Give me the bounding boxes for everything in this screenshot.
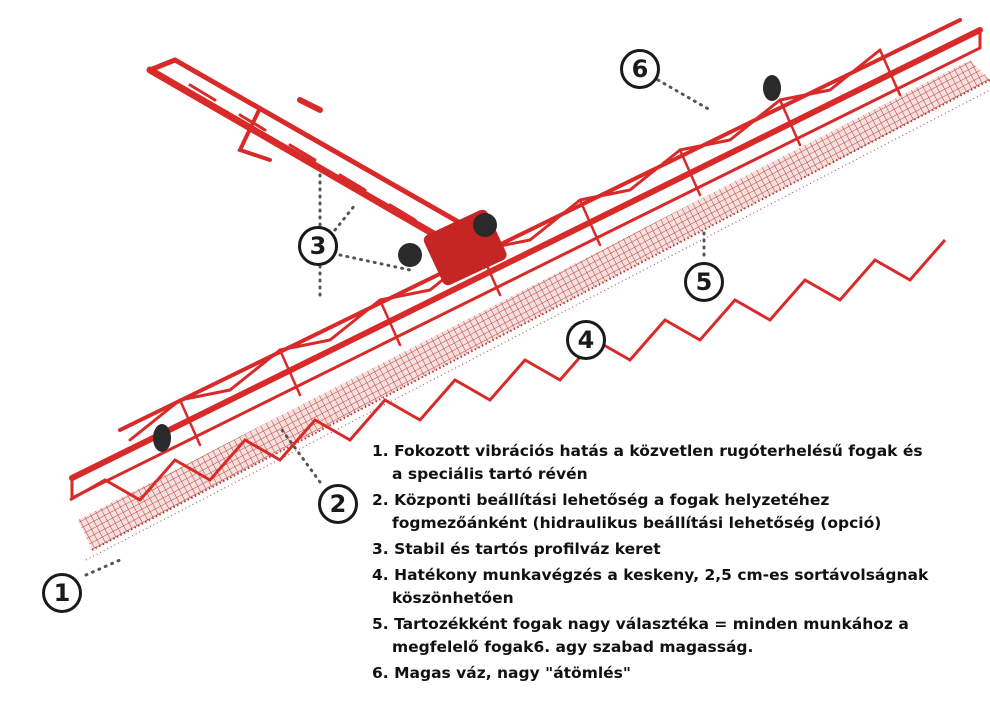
callout-6: 6 — [620, 49, 660, 89]
legend-number: 1. — [372, 442, 389, 460]
legend-text: Tartozékként fogak nagy választéka = min… — [394, 615, 909, 633]
legend-text: Stabil és tartós profilváz keret — [394, 540, 661, 558]
legend-text-cont: fogmezőánként (hidraulikus beállítási le… — [392, 514, 882, 532]
legend-text: Fokozott vibrációs hatás a közvetlen rug… — [394, 442, 923, 460]
legend-text: Magas váz, nagy "átömlés" — [394, 664, 631, 682]
legend-text-cont: megfelelő fogak6. agy szabad magasság. — [392, 638, 754, 656]
tine-segments — [69, 239, 947, 502]
callout-2: 2 — [318, 484, 358, 524]
legend-item-4: 4. Hatékony munkavégzés a keskeny, 2,5 c… — [372, 564, 984, 610]
legend-item-6: 6. Magas váz, nagy "átömlés" — [372, 662, 984, 685]
legend-number: 3. — [372, 540, 389, 558]
legend-number: 2. — [372, 491, 389, 509]
legend-text-cont: köszönhetően — [392, 589, 514, 607]
legend-number: 6. — [372, 664, 389, 682]
legend-text: Hatékony munkavégzés a keskeny, 2,5 cm-e… — [394, 566, 929, 584]
callout-4-label: 4 — [577, 326, 595, 354]
callout-6-label: 6 — [631, 55, 649, 83]
wheels — [153, 75, 781, 452]
feature-legend: 1. Fokozott vibrációs hatás a közvetlen … — [372, 440, 984, 688]
callout-3: 3 — [298, 226, 338, 266]
main-frame — [69, 18, 983, 501]
callout-4: 4 — [566, 320, 606, 360]
callout-2-label: 2 — [329, 490, 347, 518]
central-hub — [398, 209, 507, 286]
callout-1: 1 — [42, 573, 82, 613]
callout-1-label: 1 — [53, 579, 71, 607]
legend-item-5: 5. Tartozékként fogak nagy választéka = … — [372, 613, 984, 659]
legend-text-cont: a speciális tartó révén — [392, 465, 588, 483]
callout-5-label: 5 — [695, 268, 713, 296]
callout-3-label: 3 — [309, 232, 327, 260]
legend-item-3: 3. Stabil és tartós profilváz keret — [372, 538, 984, 561]
legend-number: 5. — [372, 615, 389, 633]
legend-text: Központi beállítási lehetőség a fogak he… — [394, 491, 830, 509]
legend-item-2: 2. Központi beállítási lehetőség a fogak… — [372, 489, 984, 535]
drawbar — [146, 57, 493, 259]
legend-item-1: 1. Fokozott vibrációs hatás a közvetlen … — [372, 440, 984, 486]
callout-5: 5 — [684, 262, 724, 302]
legend-number: 4. — [372, 566, 389, 584]
tine-field — [78, 60, 990, 561]
